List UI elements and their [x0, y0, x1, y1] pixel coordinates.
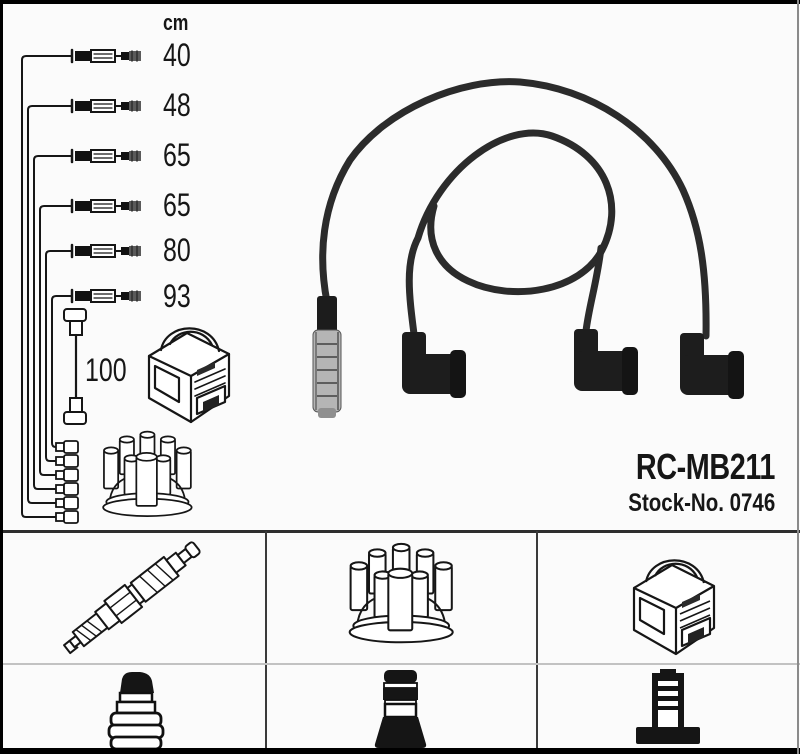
cable-loop-tail: [582, 244, 605, 335]
product-stock-number: Stock-No. 0746: [628, 489, 775, 517]
spark-plug-icon: [63, 541, 201, 655]
angle-boot-1: [402, 332, 466, 398]
unit-header: cm: [163, 10, 189, 35]
angle-boot-2: [574, 329, 638, 395]
cable-length-label-4: 65: [163, 187, 191, 223]
cable-outer-arc: [319, 78, 710, 340]
cable-length-label-7: 100: [85, 352, 127, 388]
cable-length-label-3: 65: [163, 137, 191, 173]
harness-bracket-lines: [21, 55, 73, 518]
grid-divider-vertical-1: [265, 531, 267, 748]
plug-terminal-icon: [107, 672, 165, 751]
grid-divider-horizontal: [0, 663, 800, 665]
distributor-connector-stack: [55, 440, 79, 524]
cable-row: [70, 98, 143, 114]
page-border-left: [0, 0, 3, 754]
straight-plug-connector: [312, 296, 342, 418]
cable-length-diagram: [21, 48, 231, 524]
cable-set-photo: [312, 78, 744, 418]
cable-row: [70, 148, 143, 164]
plug-boot-icon: [374, 670, 427, 748]
cable-length-label-1: 40: [163, 37, 191, 73]
cable-loop: [405, 129, 616, 338]
cable-length-label-5: 80: [163, 232, 191, 268]
cable-row: [70, 243, 143, 259]
coil-lead-100: [63, 308, 87, 425]
page-border-bottom: [0, 748, 800, 754]
cable-length-label-2: 48: [163, 87, 191, 123]
angle-boot-3: [680, 333, 744, 399]
grid-top-border: [0, 530, 800, 533]
cable-row: [70, 288, 143, 304]
grid-divider-vertical-2: [536, 531, 538, 748]
distributor-cap-sketch: [102, 430, 193, 517]
cable-length-label-6: 93: [163, 278, 191, 314]
cable-row: [70, 198, 143, 214]
cable-row: [70, 48, 143, 64]
coil-terminal-icon: [636, 669, 700, 744]
product-model: RC-MB211: [635, 446, 776, 487]
page-border-top: [0, 0, 800, 4]
page-border-right: [797, 0, 799, 754]
ignition-coil-sketch: [147, 327, 231, 424]
ignition-coil-icon: [632, 559, 716, 656]
distributor-cap-icon: [348, 542, 454, 644]
